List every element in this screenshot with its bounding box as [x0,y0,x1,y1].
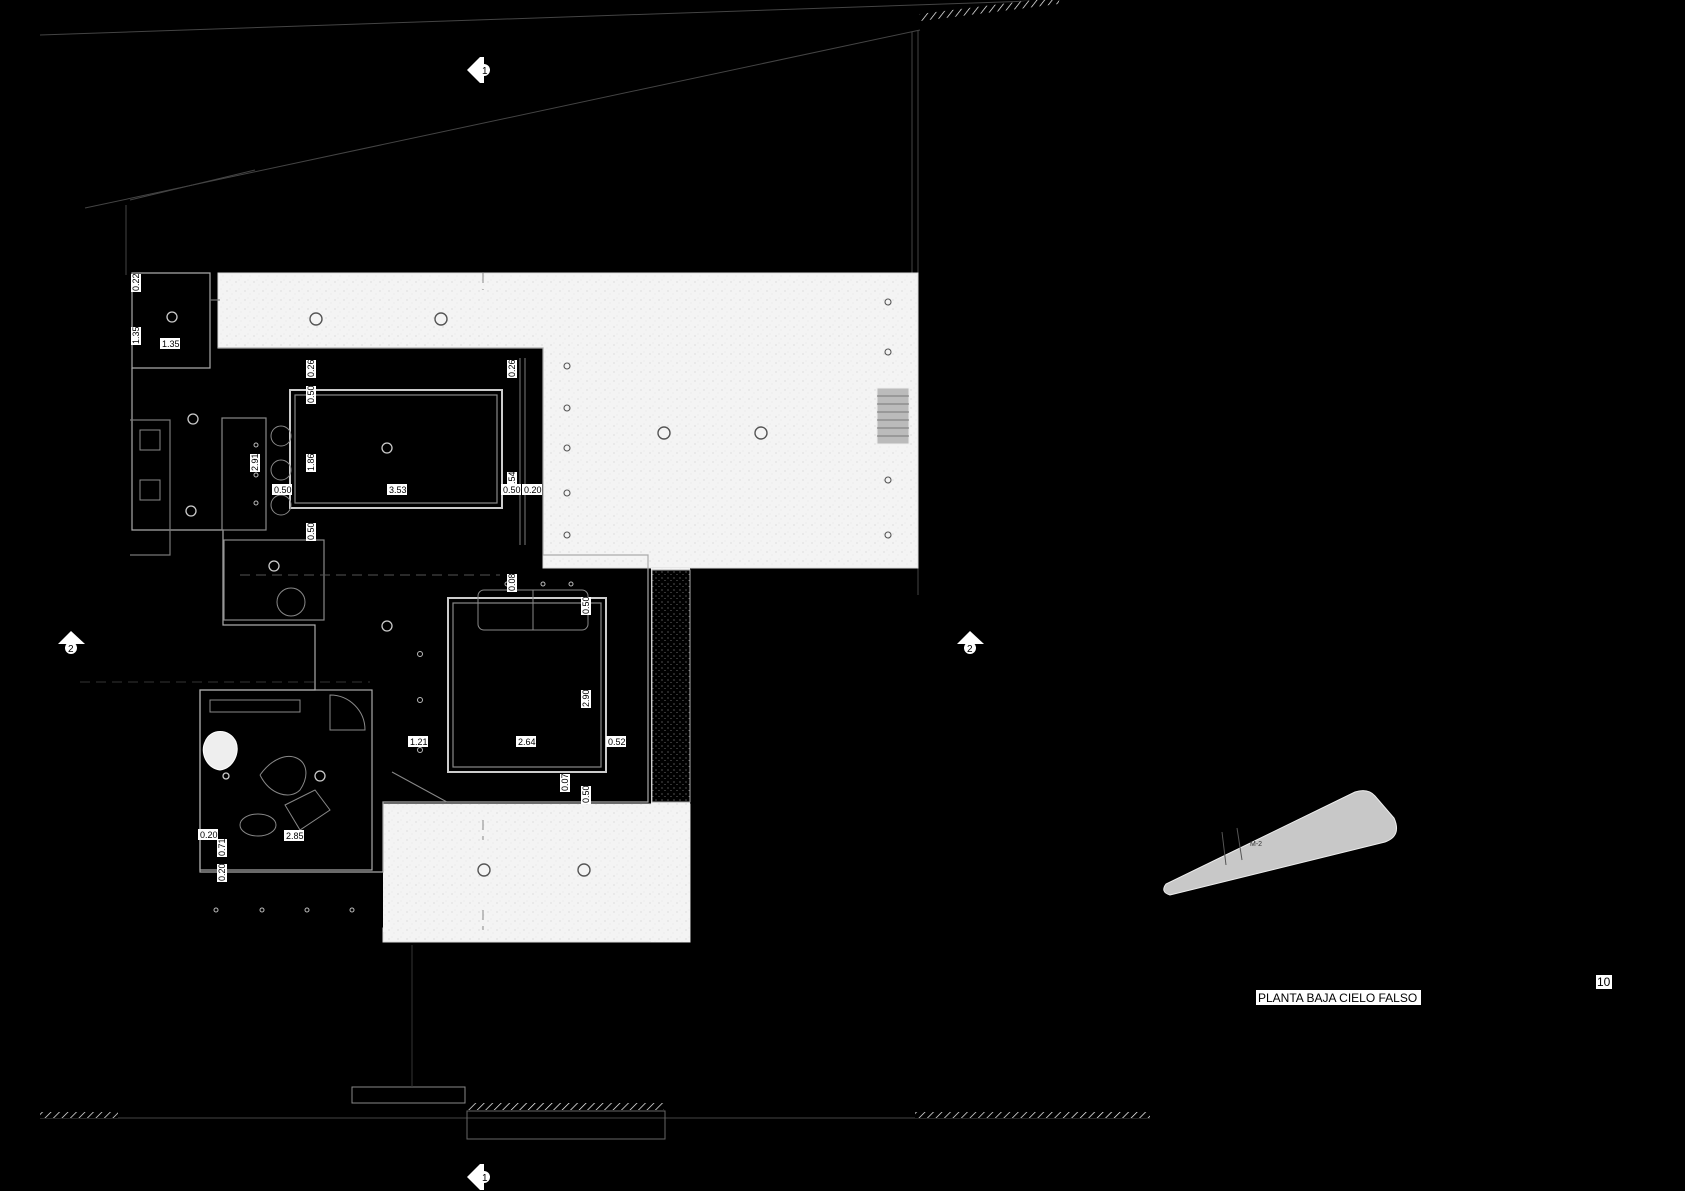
dim-label: 0.20 [522,484,542,495]
hatched-wall-top [919,0,1060,21]
svg-text:0.20: 0.20 [217,863,227,881]
svg-text:1: 1 [482,66,488,77]
dim-label: 0.20 [217,863,227,882]
dim-label: 1.86 [306,453,316,472]
bottom-wall [40,945,1150,1140]
dim-label: 0.50 [501,484,521,495]
svg-text:0.71: 0.71 [217,838,227,856]
dim-label: 1.35 [160,338,180,349]
svg-text:2.64: 2.64 [518,737,536,747]
dim-label: 0.50 [581,785,591,804]
dim-label: 0.50 [272,484,292,495]
dim-label: 0.07 [560,773,570,792]
dim-label: 1.35 [131,326,141,345]
svg-text:0.50: 0.50 [581,785,591,803]
svg-text:0.22: 0.22 [131,273,141,291]
terrace-upper [217,272,919,569]
svg-text:10: 10 [1597,975,1611,989]
key-plan: M-2 [1163,790,1397,896]
svg-text:0.20: 0.20 [524,485,542,495]
dim-label: 0.50 [581,596,591,615]
svg-text:1.21: 1.21 [410,737,428,747]
svg-text:0.20: 0.20 [200,830,218,840]
stair [876,387,910,445]
dim-label: 0.50 [306,522,316,541]
section-marker-bottom: 1 [467,1164,490,1190]
furniture [139,425,589,837]
svg-text:0.52: 0.52 [608,737,626,747]
svg-text:2: 2 [68,644,74,655]
armchair [202,731,238,771]
svg-text:0.50: 0.50 [306,522,316,540]
dim-label: 2.85 [284,830,304,841]
dim-label: 0.20 [198,829,218,840]
svg-text:PLANTA BAJA CIELO FALSO: PLANTA BAJA CIELO FALSO [1258,991,1417,1005]
svg-text:2: 2 [967,644,973,655]
key-plan-label: M-2 [1250,841,1262,848]
svg-text:2.90: 2.90 [581,689,591,707]
svg-text:0.26: 0.26 [306,359,316,377]
speckled-strip [651,569,691,803]
svg-text:3.53: 3.53 [389,485,407,495]
dim-label: 3.53 [387,484,407,495]
svg-text:2.85: 2.85 [286,831,304,841]
section-marker-left: 2 [58,631,85,655]
section-marker-top: 1 [467,57,490,83]
dim-label: 0.52 [606,736,626,747]
spot-lights [563,298,892,539]
section-axes [80,273,500,930]
dim-label: 0.50 [306,385,316,404]
svg-text:0.26: 0.26 [507,359,517,377]
dim-label: 2.90 [581,689,591,708]
dim-label: 1.21 [408,736,428,747]
ceiling-lights [309,312,768,877]
dim-label: 0.26 [306,359,316,378]
dim-label: 0.26 [507,359,517,378]
svg-text:0.07: 0.07 [560,773,570,791]
spot-lights-dark [213,442,574,913]
svg-text:2.91: 2.91 [250,453,260,471]
dim-label: 2.64 [516,736,536,747]
dim-label: 0.22 [131,273,141,292]
svg-text:0.50: 0.50 [503,485,521,495]
drawing-title: PLANTA BAJA CIELO FALSO [1256,990,1421,1005]
dimension-labels: 0.22 1.35 1.35 0.26 0.50 0.26 1.86 2.91 … [131,273,626,882]
dim-label: 0.71 [217,838,227,857]
terrace-lower [382,568,691,943]
svg-text:3.54: 3.54 [507,471,517,489]
svg-text:0.50: 0.50 [306,385,316,403]
dim-label: 0.08 [507,573,517,592]
dim-label: 2.91 [250,453,260,472]
svg-text:0.50: 0.50 [274,485,292,495]
svg-text:0.50: 0.50 [581,596,591,614]
sheet-number: 10 [1596,975,1612,989]
svg-text:1.35: 1.35 [131,326,141,344]
recessed-lights-dark [166,311,393,782]
building-walls [130,272,649,873]
svg-text:1: 1 [482,1173,488,1184]
section-marker-right: 2 [957,631,984,655]
svg-text:1.86: 1.86 [306,453,316,471]
svg-text:0.08: 0.08 [507,573,517,591]
svg-text:1.35: 1.35 [162,339,180,349]
